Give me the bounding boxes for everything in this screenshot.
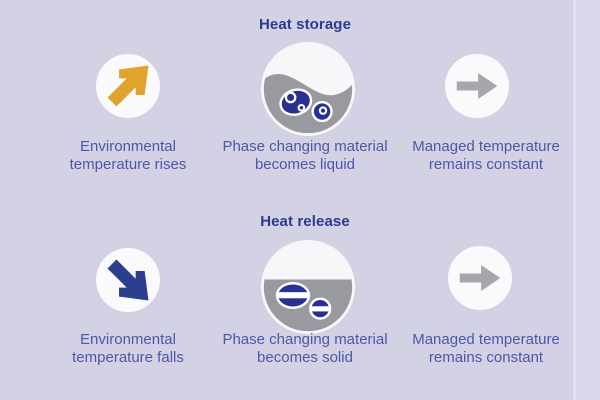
temperature-constant-circle-bottom [448,246,512,310]
pcm-solid-icon [263,242,353,332]
remains-constant-label-bottom: Managed temperature remains constant [412,331,560,366]
temperature-constant-circle-top [445,54,509,118]
remains-constant-label-top: Managed temperature remains constant [412,138,560,173]
pcm-solid-circle [261,240,355,334]
temperature-rises-label: Environmental temperature rises [69,138,187,173]
temperature-falls-label: Environmental temperature falls [72,331,184,366]
arrow-right-icon [456,73,498,99]
becomes-liquid-label: Phase changing material becomes liquid [222,138,388,173]
arrow-right-icon [459,265,501,291]
heat-release-title: Heat release [260,213,350,230]
right-edge-highlight-line [573,0,576,400]
pcm-liquid-icon [263,44,353,134]
temperature-rises-circle [96,54,160,118]
temperature-falls-circle [96,248,160,312]
arrow-down-right-icon [107,259,149,301]
right-edge-band [576,0,600,400]
becomes-solid-label: Phase changing material becomes solid [222,331,388,366]
heat-storage-title: Heat storage [258,16,352,33]
pcm-liquid-circle [261,42,355,136]
arrow-up-right-icon [107,65,149,107]
